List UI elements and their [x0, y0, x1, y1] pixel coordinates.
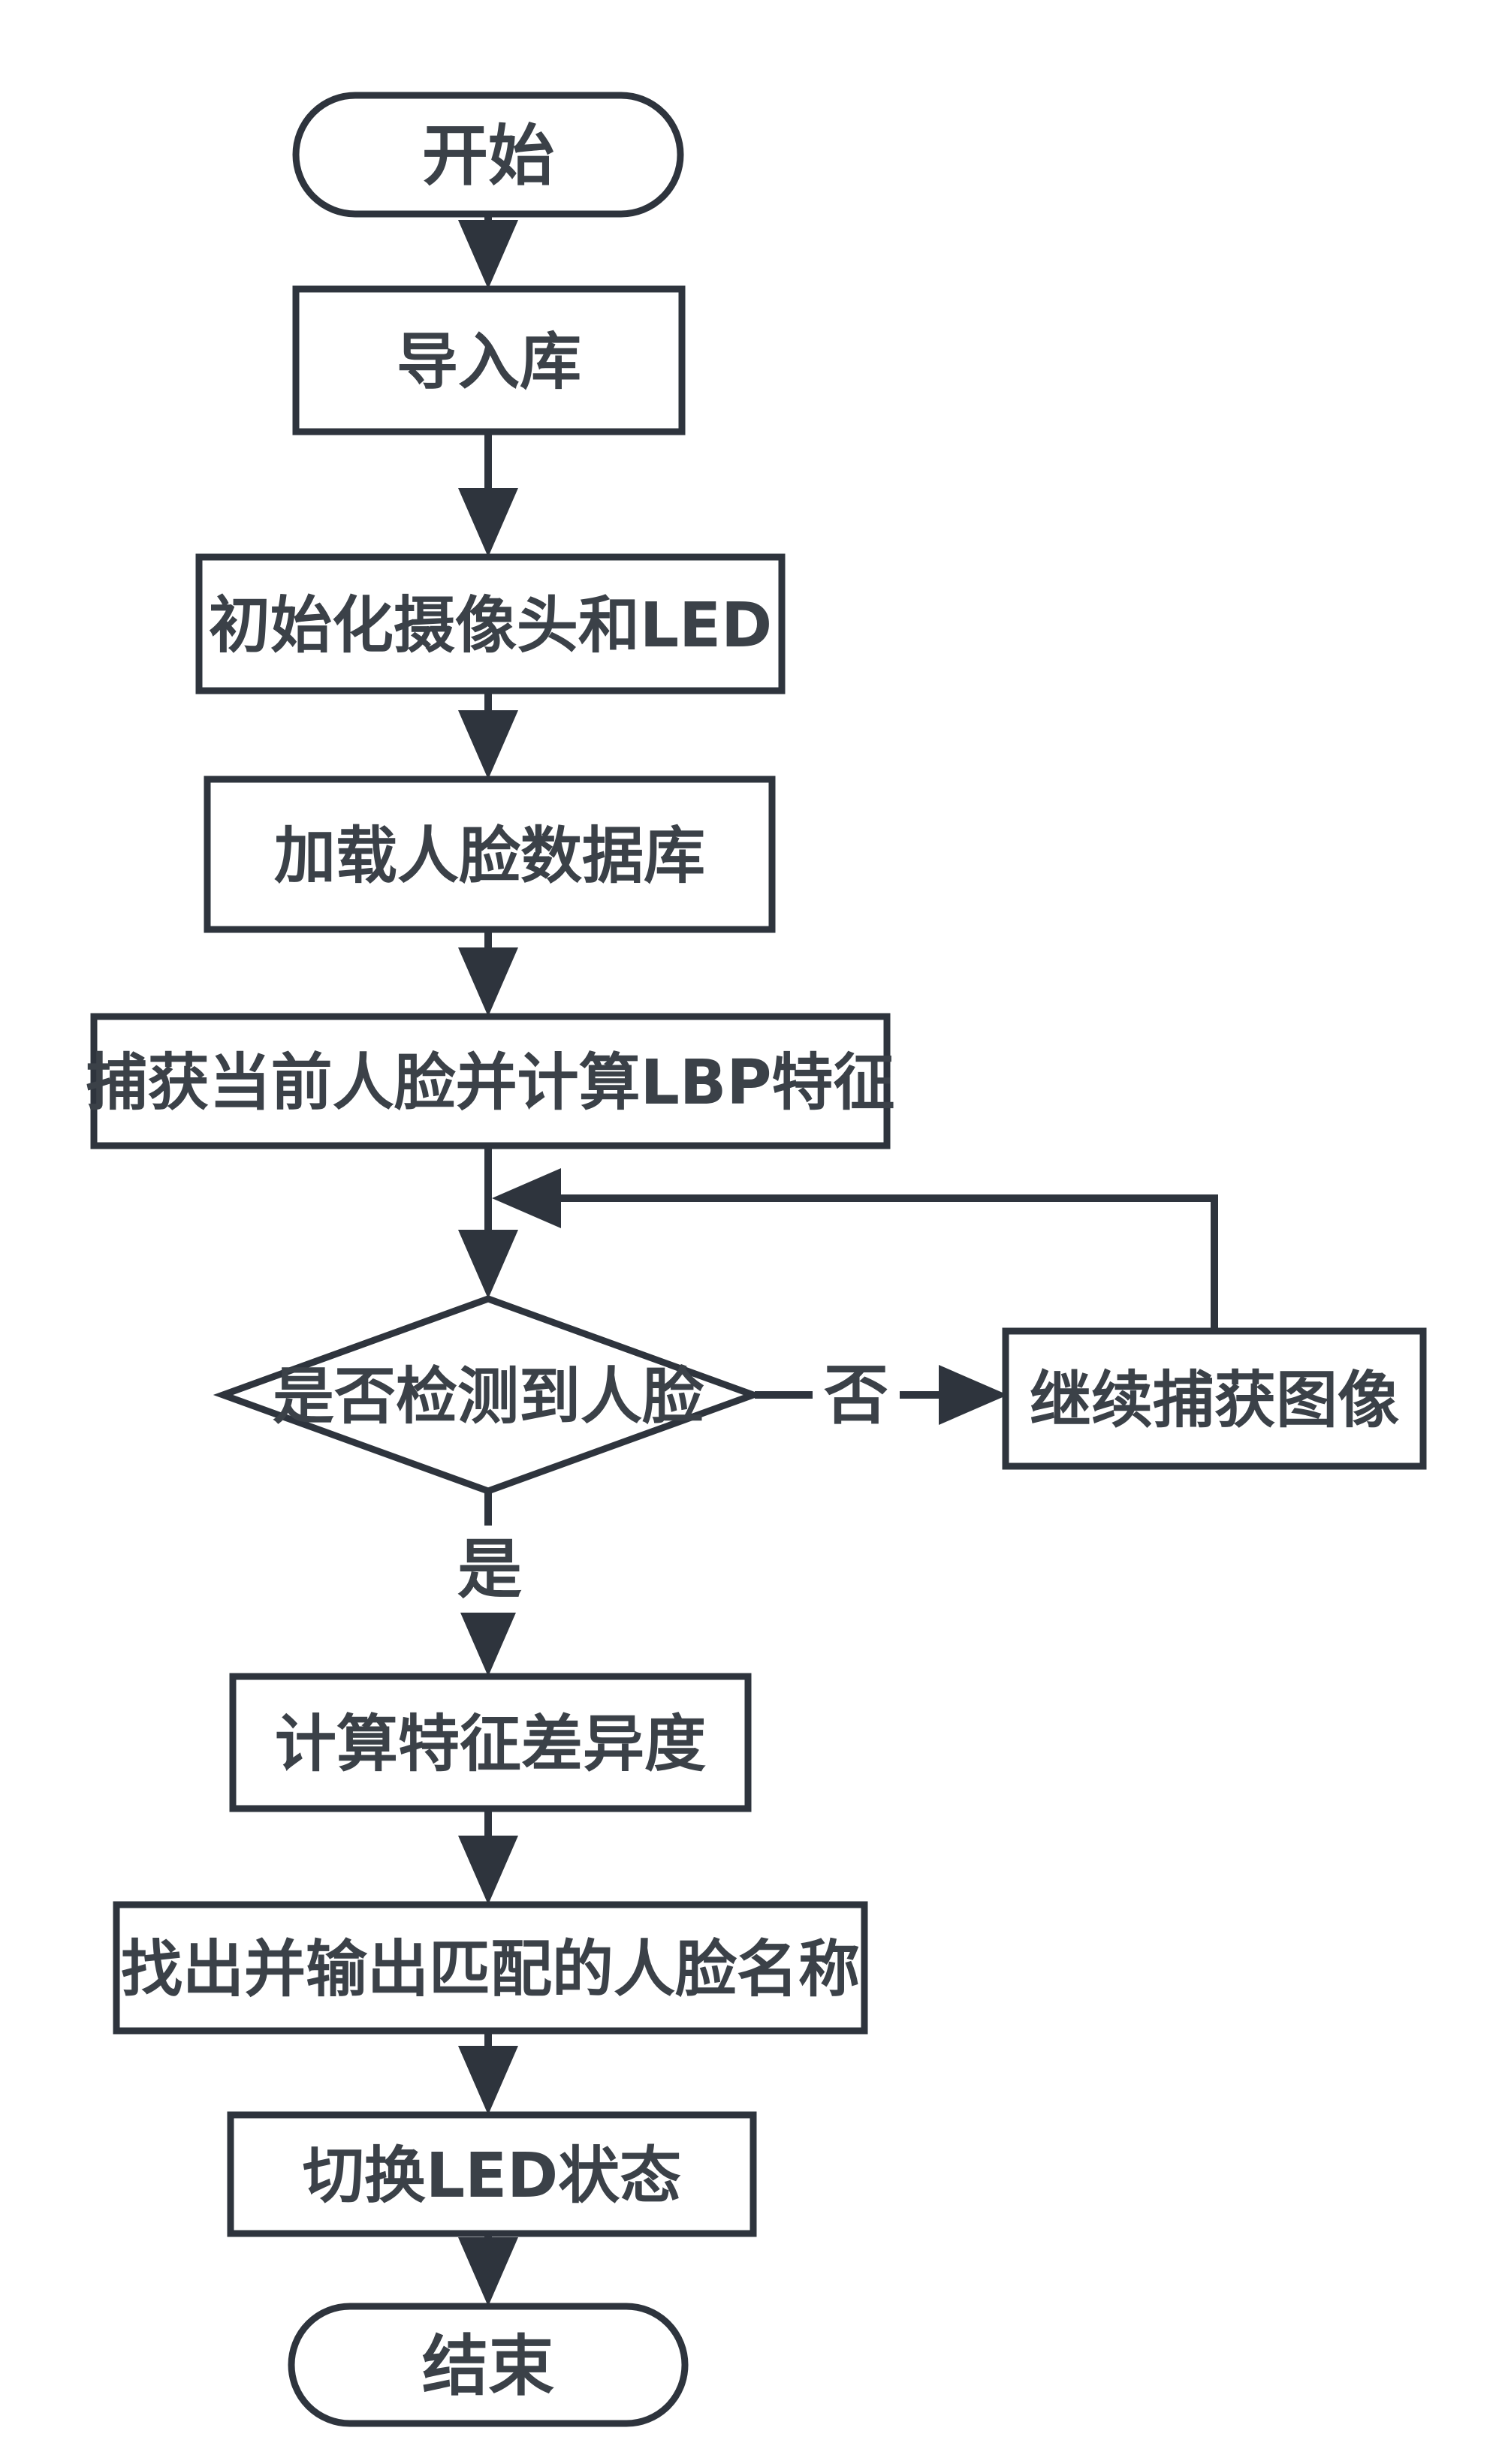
node-toggle-led-shape — [227, 2111, 757, 2237]
node-output-match: 找出并输出匹配的人脸名称 — [113, 1901, 868, 2035]
arrowhead-down-icon — [458, 710, 518, 779]
node-continue-capture-label: 继续捕获图像 — [1030, 1365, 1399, 1436]
node-init-camera-led-shape — [195, 553, 786, 694]
edge-label-backdrop — [446, 1526, 533, 1613]
node-end: 结束 — [288, 2303, 689, 2427]
arrowhead-down-icon — [458, 1836, 518, 1905]
node-output-match-label: 找出并输出匹配的人脸名称 — [121, 1934, 860, 2005]
node-compute-diff-shape — [229, 1673, 752, 1812]
arrowhead-down-icon — [458, 1230, 518, 1299]
edge-label-yes: 是 — [457, 1532, 522, 1607]
node-face-detected-decision: 是否检测到人脸 — [213, 1295, 764, 1495]
node-import-lib-shape — [292, 285, 686, 435]
arrowhead-right-icon — [939, 1365, 1008, 1425]
arrowhead-down-icon — [458, 947, 518, 1017]
arrowhead-down-icon — [458, 1607, 518, 1676]
node-compute-diff: 计算特征差异度 — [229, 1673, 752, 1812]
edge-start-to-import — [458, 212, 518, 289]
edge-toggle-to-end — [458, 2232, 518, 2306]
node-end-shape — [288, 2303, 689, 2427]
node-output-match-shape — [113, 1901, 868, 2035]
edge-decision-yes: 是 — [446, 1493, 533, 1676]
arrowhead-down-icon — [458, 488, 518, 557]
node-load-face-db-label: 加载人脸数据库 — [274, 821, 705, 892]
node-start-label: 开始 — [422, 117, 554, 194]
edge-label-no: 否 — [824, 1358, 888, 1433]
node-continue-capture: 继续捕获图像 — [1002, 1327, 1427, 1470]
arrowhead-down-icon — [458, 2237, 518, 2306]
node-face-detected-shape — [213, 1295, 764, 1495]
node-load-face-db: 加载人脸数据库 — [204, 776, 776, 933]
edge-label-backdrop — [813, 1351, 900, 1438]
edge-load-to-capture — [458, 928, 518, 1017]
node-capture-lbp-shape — [90, 1013, 891, 1149]
arrowhead-left-icon — [492, 1168, 561, 1228]
node-init-camera-led: 初始化摄像头和LED — [195, 553, 786, 694]
node-import-lib-label: 导入库 — [397, 327, 581, 398]
node-compute-diff-label: 计算特征差异度 — [275, 1709, 706, 1780]
node-face-detected-label: 是否检测到人脸 — [273, 1361, 704, 1432]
node-start-shape — [292, 92, 684, 218]
arrowhead-down-icon — [458, 2046, 518, 2115]
arrowhead-down-icon — [458, 220, 518, 289]
node-capture-lbp-label: 捕获当前人脸并计算LBP特征 — [86, 1047, 895, 1119]
edge-output-to-toggle — [458, 2029, 518, 2115]
node-toggle-led-label: 切换LED状态 — [303, 2140, 681, 2212]
edge-loop-back — [492, 1168, 1218, 1331]
node-continue-capture-shape — [1002, 1327, 1427, 1470]
node-toggle-led: 切换LED状态 — [227, 2111, 757, 2237]
edge-import-to-init — [458, 430, 518, 557]
node-end-label: 结束 — [422, 2327, 554, 2405]
node-import-lib: 导入库 — [292, 285, 686, 435]
node-load-face-db-shape — [204, 776, 776, 933]
edge-line — [559, 1194, 1218, 1331]
node-start: 开始 — [292, 92, 684, 218]
edge-diff-to-output — [458, 1807, 518, 1905]
node-capture-lbp: 捕获当前人脸并计算LBP特征 — [86, 1013, 895, 1149]
edge-decision-no: 否 — [755, 1351, 1008, 1438]
edge-capture-to-decision — [458, 1144, 518, 1299]
node-init-camera-led-label: 初始化摄像头和LED — [209, 590, 772, 661]
edge-init-to-load — [458, 689, 518, 779]
